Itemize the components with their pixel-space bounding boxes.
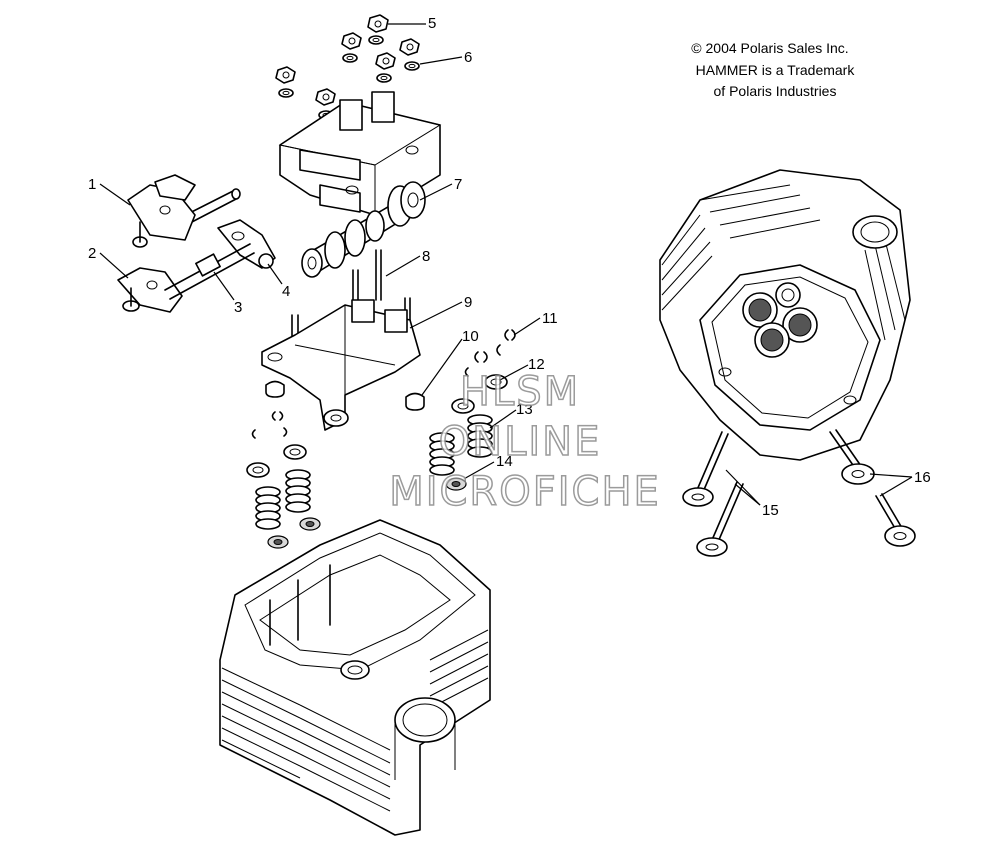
part-10-lash-caps (265, 380, 425, 411)
part-3-rocker-shaft (164, 243, 255, 300)
copyright-line-3: of Polaris Industries (714, 83, 837, 99)
callout-10: 10 (462, 328, 479, 345)
part-1-rocker-arm (127, 174, 241, 248)
copyright-line-1: © 2004 Polaris Sales Inc. (691, 40, 848, 56)
spring-right-b (429, 432, 455, 476)
part-13-valve-springs (255, 414, 493, 530)
copyright-block: © 2004 Polaris Sales Inc. HAMMER is a Tr… (691, 40, 855, 99)
callout-14: 14 (496, 453, 513, 470)
callout-8: 8 (422, 248, 430, 265)
callout-labels: 1 2 3 4 5 6 7 8 9 10 11 12 13 14 15 16 (88, 15, 931, 519)
spring-left-b (285, 469, 311, 513)
part-15-valves (682, 431, 744, 557)
callout-1: 1 (88, 176, 96, 193)
callout-7: 7 (454, 176, 462, 193)
watermark-line-2: ONLINE (439, 419, 602, 465)
part-14-valve-seals (267, 477, 467, 549)
spring-right-a (467, 414, 493, 458)
part-5-nuts (275, 14, 420, 106)
callout-3: 3 (234, 299, 242, 316)
callout-9: 9 (464, 294, 472, 311)
watermark: HLSM ONLINE MICROFICHE (388, 368, 661, 516)
callout-12: 12 (528, 356, 545, 373)
callout-11: 11 (542, 310, 558, 327)
callout-13: 13 (516, 401, 533, 418)
leader-lines (99, 23, 913, 506)
callout-2: 2 (88, 245, 96, 262)
copyright-line-2: HAMMER is a Trademark (696, 62, 856, 78)
callout-6: 6 (464, 49, 472, 66)
part-16-valves (829, 429, 916, 547)
part-9-rocker-support (261, 299, 421, 431)
part-2-rocker-arm (117, 267, 183, 313)
callout-4: 4 (282, 283, 290, 300)
part-7-camshaft (301, 181, 426, 278)
part-12-spring-retainers (246, 374, 508, 478)
watermark-line-3: MICROFICHE (389, 469, 661, 515)
part-4-rocker-arm (217, 219, 276, 269)
cylinder-head-right (659, 169, 911, 461)
callout-5: 5 (428, 15, 436, 32)
callout-15: 15 (762, 502, 779, 519)
watermark-line-1: HLSM (460, 369, 580, 415)
cylinder-head-left (219, 519, 491, 836)
spring-left-a (255, 486, 281, 530)
callout-16: 16 (914, 469, 931, 486)
